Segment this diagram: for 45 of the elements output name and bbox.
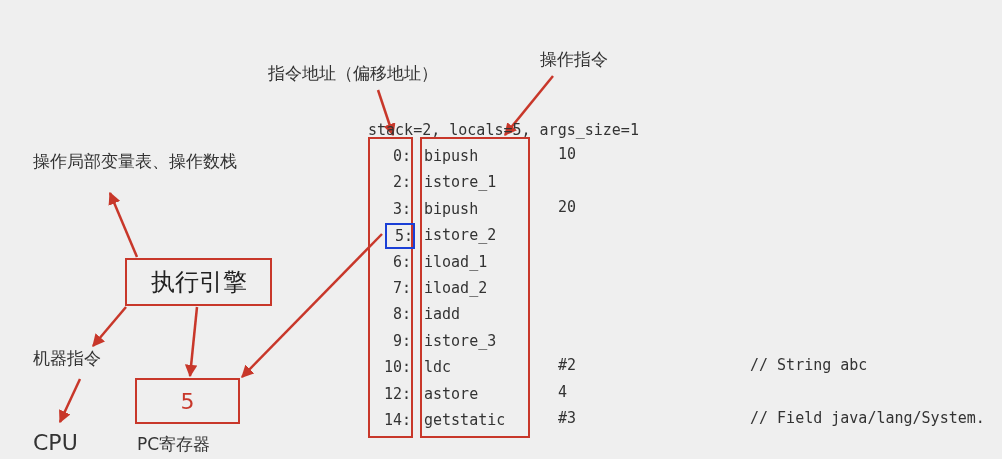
offset-text: 3: <box>392 198 411 220</box>
offset-text: 7: <box>392 278 411 299</box>
operand-text: 10 <box>558 144 577 165</box>
instruction-text: iload_1 <box>424 251 488 273</box>
process-box: 执行引擎 <box>125 258 272 306</box>
instruction-text: istore_3 <box>424 330 497 352</box>
arrow <box>58 378 82 424</box>
highlight-frame <box>368 137 413 438</box>
offset-text: 10: <box>383 357 411 379</box>
operand-text: 4 <box>558 381 568 403</box>
operand-text: #2 <box>558 355 577 377</box>
arrow <box>504 75 554 136</box>
offset-text: 12: <box>383 383 411 405</box>
arrow <box>108 191 139 258</box>
offset-text: 14: <box>383 410 411 431</box>
text-label: 机器指令 <box>33 347 101 370</box>
instruction-text: bipush <box>424 146 479 167</box>
offset-text: 6: <box>392 251 411 273</box>
text-label: 操作指令 <box>540 48 608 71</box>
instruction-text: iadd <box>424 304 461 326</box>
highlight-frame <box>420 137 530 438</box>
instruction-text: getstatic <box>424 410 506 431</box>
operand-text: #3 <box>558 408 577 429</box>
comment-text: // String abc <box>750 355 868 377</box>
arrow <box>184 306 199 378</box>
offset-text: 5: <box>385 223 415 249</box>
arrow <box>241 233 383 378</box>
process-box: 5 <box>135 378 240 424</box>
operand-text: 20 <box>558 196 577 218</box>
instruction-text: bipush <box>424 198 479 220</box>
arrow <box>92 306 127 347</box>
offset-text: 9: <box>392 330 411 352</box>
instruction-text: ldc <box>424 357 452 379</box>
comment-text: // Field java/lang/System. <box>750 408 985 429</box>
offset-text: 2: <box>392 172 411 194</box>
offset-text: 8: <box>392 304 411 326</box>
caption-text: PC寄存器 <box>137 433 211 456</box>
instruction-text: astore <box>424 383 479 405</box>
instruction-text: istore_1 <box>424 172 497 194</box>
text-label: 操作局部变量表、操作数栈 <box>33 150 237 173</box>
instruction-text: istore_2 <box>424 225 497 247</box>
text-label: CPU <box>33 430 78 455</box>
text-label: 指令地址（偏移地址） <box>268 62 438 85</box>
offset-text: 0: <box>392 146 411 167</box>
instruction-text: iload_2 <box>424 278 488 299</box>
